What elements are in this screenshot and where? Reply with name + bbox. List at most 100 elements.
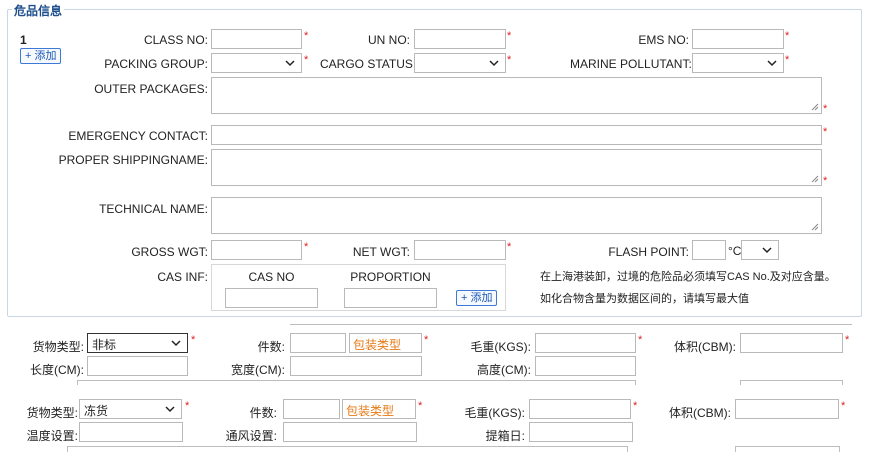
required-mark: * bbox=[507, 54, 512, 66]
cas-no-input[interactable] bbox=[225, 288, 318, 308]
required-mark: * bbox=[424, 334, 429, 346]
height-input[interactable] bbox=[535, 356, 636, 376]
ems-no-label: EMS NO: bbox=[638, 33, 689, 47]
cargo-status-label: CARGO STATUS: bbox=[320, 57, 417, 71]
flash-point-input[interactable] bbox=[692, 240, 726, 260]
proportion-header: PROPORTION bbox=[350, 270, 431, 284]
required-mark: * bbox=[507, 30, 512, 42]
chevron-down-icon bbox=[165, 406, 175, 413]
chevron-down-icon bbox=[762, 247, 772, 254]
chevron-down-icon bbox=[767, 60, 777, 67]
divider bbox=[77, 380, 78, 385]
length-label: 长度(CM): bbox=[30, 363, 84, 377]
cargo-type-value: 非标 bbox=[92, 338, 117, 352]
required-mark: * bbox=[845, 334, 850, 346]
resize-grip-icon[interactable] bbox=[811, 223, 819, 231]
gross-weight-label: 毛重(KGS): bbox=[464, 406, 525, 420]
temperature-label: 温度设置: bbox=[26, 429, 78, 443]
add-cas-row-button[interactable]: + 添加 bbox=[456, 290, 498, 306]
gross-wgt-input[interactable] bbox=[211, 240, 302, 260]
required-mark: * bbox=[507, 241, 512, 253]
dangerous-goods-section bbox=[7, 9, 862, 317]
required-mark: * bbox=[841, 400, 846, 412]
package-type-placeholder: 包装类型 bbox=[346, 404, 395, 418]
technical-name-label: TECHNICAL NAME: bbox=[99, 202, 208, 216]
cargo-type-label: 货物类型: bbox=[26, 406, 78, 420]
flash-point-label: FLASH POINT: bbox=[608, 245, 689, 259]
divider bbox=[740, 380, 741, 385]
class-no-input[interactable] bbox=[211, 29, 302, 49]
proper-shipping-name-textarea[interactable] bbox=[211, 149, 822, 186]
temperature-input[interactable] bbox=[79, 422, 183, 442]
required-mark: * bbox=[304, 54, 309, 66]
cargo-type-select[interactable]: 非标 bbox=[87, 333, 188, 353]
cargo-status-select[interactable] bbox=[414, 53, 506, 73]
divider bbox=[635, 380, 636, 385]
required-mark: * bbox=[191, 334, 196, 346]
height-label: 高度(CM): bbox=[477, 363, 531, 377]
chevron-down-icon bbox=[489, 60, 499, 67]
cas-note-1: 在上海港装卸，过境的危险品必须填写CAS No.及对应含量。 bbox=[540, 271, 836, 283]
add-dangerous-item-button[interactable]: + 添加 bbox=[20, 48, 62, 64]
outer-packages-label: OUTER PACKAGES: bbox=[94, 82, 208, 96]
proper-shipping-name-label: PROPER SHIPPINGNAME: bbox=[58, 153, 208, 167]
item-index: 1 bbox=[20, 33, 27, 47]
volume-input[interactable] bbox=[740, 333, 843, 353]
proportion-input[interactable] bbox=[344, 288, 437, 308]
divider bbox=[740, 380, 842, 381]
required-mark: * bbox=[304, 30, 309, 42]
required-mark: * bbox=[785, 54, 790, 66]
emergency-contact-label: EMERGENCY CONTACT: bbox=[68, 129, 208, 143]
required-mark: * bbox=[304, 241, 309, 253]
cargo-type-label: 货物类型: bbox=[32, 340, 84, 354]
outer-packages-textarea[interactable] bbox=[211, 77, 822, 114]
divider bbox=[67, 446, 627, 447]
packing-group-select[interactable] bbox=[211, 53, 302, 73]
width-label: 宽度(CM): bbox=[231, 363, 285, 377]
marine-pollutant-label: MARINE POLLUTANT: bbox=[570, 57, 692, 71]
required-mark: * bbox=[633, 400, 638, 412]
marine-pollutant-select[interactable] bbox=[692, 53, 784, 73]
pieces-label: 件数: bbox=[257, 340, 285, 354]
pickup-date-input[interactable] bbox=[529, 422, 633, 442]
package-type-input[interactable]: 包装类型 bbox=[342, 399, 416, 419]
pieces-input[interactable] bbox=[283, 399, 340, 419]
chevron-down-icon bbox=[171, 340, 181, 347]
divider bbox=[842, 380, 843, 385]
gross-weight-input[interactable] bbox=[529, 399, 631, 419]
resize-grip-icon[interactable] bbox=[811, 103, 819, 111]
cas-table bbox=[211, 264, 506, 311]
divider bbox=[77, 380, 635, 381]
cargo-type-value: 冻货 bbox=[84, 404, 109, 418]
ventilation-input[interactable] bbox=[283, 422, 417, 442]
pieces-input[interactable] bbox=[290, 333, 346, 353]
ventilation-label: 通风设置: bbox=[225, 429, 277, 443]
required-mark: * bbox=[638, 334, 643, 346]
flash-point-unit-select[interactable] bbox=[741, 240, 779, 260]
net-wgt-input[interactable] bbox=[414, 240, 506, 260]
divider bbox=[627, 446, 628, 452]
gross-weight-input[interactable] bbox=[535, 333, 636, 353]
length-input[interactable] bbox=[87, 356, 188, 376]
width-input[interactable] bbox=[290, 356, 422, 376]
cargo-type-select[interactable]: 冻货 bbox=[79, 399, 182, 419]
divider bbox=[839, 446, 840, 452]
divider bbox=[735, 446, 736, 452]
volume-input[interactable] bbox=[735, 399, 839, 419]
required-mark: * bbox=[823, 126, 828, 138]
pieces-label: 件数: bbox=[249, 406, 277, 420]
flash-point-unit: °C bbox=[728, 244, 742, 258]
un-no-input[interactable] bbox=[414, 29, 506, 49]
technical-name-textarea[interactable] bbox=[211, 197, 822, 234]
ems-no-input[interactable] bbox=[692, 29, 784, 49]
package-type-placeholder: 包装类型 bbox=[353, 338, 402, 352]
packing-group-label: PACKING GROUP: bbox=[104, 57, 208, 71]
required-mark: * bbox=[785, 30, 790, 42]
section-legend: 危品信息 bbox=[12, 2, 65, 19]
resize-grip-icon[interactable] bbox=[811, 175, 819, 183]
package-type-input[interactable]: 包装类型 bbox=[349, 333, 422, 353]
chevron-down-icon bbox=[285, 60, 295, 67]
pickup-date-label: 提箱日: bbox=[485, 429, 525, 443]
un-no-label: UN NO: bbox=[368, 33, 410, 47]
emergency-contact-input[interactable] bbox=[211, 125, 822, 145]
